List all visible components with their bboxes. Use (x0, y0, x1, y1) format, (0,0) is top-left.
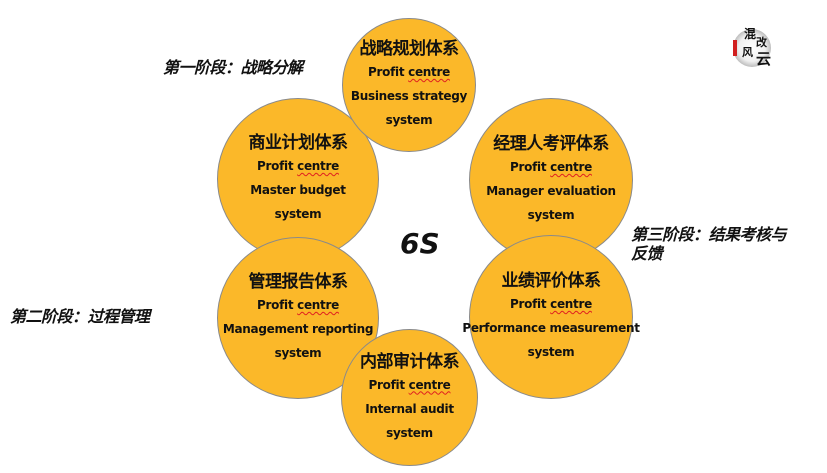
system-title-cn: 业绩评价体系 (501, 271, 602, 291)
stage-2-label: 第二阶段：过程管理 (10, 307, 150, 326)
system-suffix: system (527, 345, 575, 359)
system-profit-centre: Profit centre (368, 65, 450, 79)
system-circle-performance-measurement: 业绩评价体系 Profit centre Performance measure… (462, 235, 640, 399)
system-title-en: Performance measurement (462, 321, 640, 335)
system-title-cn: 管理报告体系 (248, 272, 349, 292)
system-suffix: system (527, 208, 575, 222)
system-suffix: system (274, 207, 322, 221)
system-title-cn: 战略规划体系 (359, 39, 460, 59)
system-profit-centre: Profit centre (510, 297, 592, 311)
svg-text:云: 云 (756, 50, 771, 68)
system-title-en: Management reporting (222, 322, 374, 336)
system-title-en: Manager evaluation (486, 184, 616, 198)
system-title-cn: 内部审计体系 (360, 351, 460, 372)
logo: 混 改 风 云 (728, 22, 776, 70)
svg-text:风: 风 (742, 45, 753, 59)
stage-3-label: 第三阶段：结果考核与反馈 (631, 225, 787, 263)
system-title-cn: 经理人考评体系 (493, 134, 609, 154)
system-profit-centre: Profit centre (510, 160, 592, 174)
system-title-en: Internal audit (365, 401, 454, 416)
system-profit-centre: Profit centre (257, 298, 339, 312)
system-suffix: system (386, 425, 433, 440)
system-suffix: system (385, 113, 433, 127)
center-label-6s: 6S (400, 227, 440, 260)
system-title-en: Business strategy (350, 89, 468, 103)
system-profit-centre: Profit centre (257, 159, 339, 173)
system-circle-business-plan: 商业计划体系 Profit centre Master budget syste… (217, 98, 379, 260)
svg-text:改: 改 (756, 35, 768, 49)
system-title-cn: 商业计划体系 (248, 133, 349, 153)
system-circle-manager-evaluation: 经理人考评体系 Profit centre Manager evaluation… (469, 98, 633, 262)
logo-ink-circle-icon: 混 改 风 云 (733, 26, 771, 68)
system-suffix: system (274, 346, 322, 360)
system-circle-strategy-planning: 战略规划体系 Profit centre Business strategy s… (342, 18, 476, 152)
system-profit-centre: Profit centre (368, 377, 451, 392)
stage-1-label: 第一阶段：战略分解 (163, 58, 303, 77)
system-title-en: Master budget (250, 183, 346, 197)
system-circle-internal-audit: 内部审计体系 Profit centre Internal audit syst… (341, 329, 478, 466)
svg-text:混: 混 (744, 26, 756, 41)
